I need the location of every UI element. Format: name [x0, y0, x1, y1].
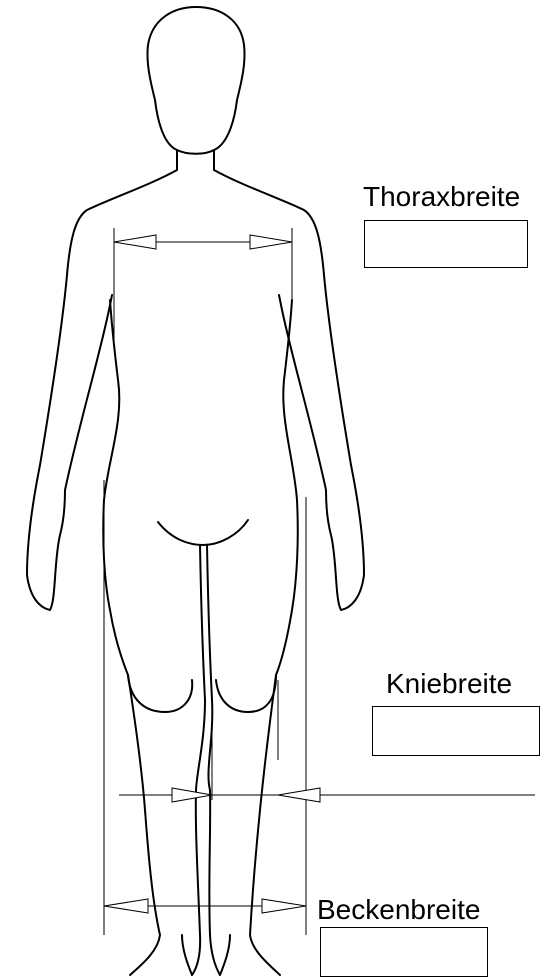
- torso-arm-outline: [27, 150, 364, 610]
- pelvis-arrow-left: [104, 899, 148, 913]
- knee-label: Kniebreite: [386, 670, 512, 698]
- feet-lines: [182, 935, 230, 975]
- knee-outline-left: [128, 675, 192, 712]
- pelvis-arrow-right: [262, 899, 306, 913]
- torso-side-outline: [103, 300, 298, 675]
- thorax-label: Thoraxbreite: [363, 183, 520, 211]
- head-outline: [147, 7, 244, 154]
- knee-arrow-right: [278, 788, 320, 802]
- pelvis-input-box[interactable]: [320, 927, 488, 977]
- pelvis-input[interactable]: [321, 928, 487, 976]
- thorax-input[interactable]: [365, 221, 527, 267]
- pelvis-label: Beckenbreite: [317, 896, 480, 924]
- thorax-arrow-right: [250, 235, 292, 249]
- knee-arrow-left: [172, 788, 212, 802]
- knee-outline-right: [216, 675, 276, 712]
- knee-input[interactable]: [373, 707, 539, 755]
- crotch-line: [158, 520, 248, 545]
- thorax-input-box[interactable]: [364, 220, 528, 268]
- thorax-arrow-left: [114, 235, 156, 249]
- inner-leg-lines: [192, 545, 220, 975]
- knee-input-box[interactable]: [372, 706, 540, 756]
